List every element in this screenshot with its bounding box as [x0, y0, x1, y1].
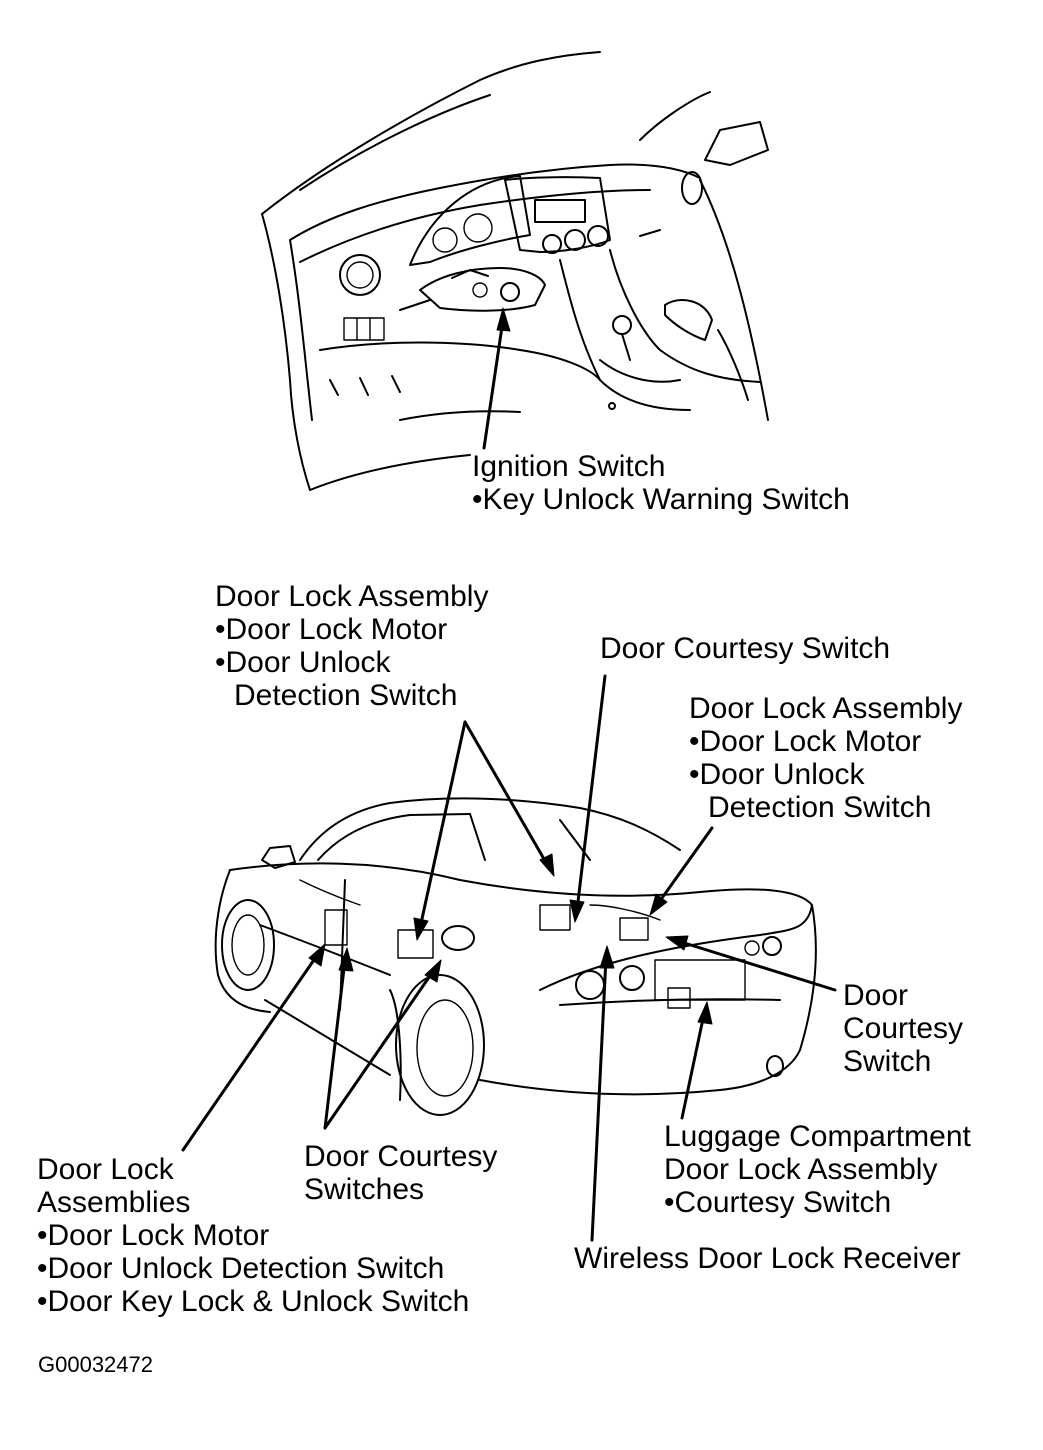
label-item: •Door Unlock — [215, 646, 391, 679]
label-ignition-switch: Ignition Switch •Key Unlock Warning Swit… — [472, 450, 850, 516]
arrow-front-lock-2 — [463, 720, 550, 868]
label-title: Door Lock Assembly — [215, 580, 489, 613]
label-line: Door — [843, 979, 909, 1012]
label-line: Door Courtesy — [304, 1140, 498, 1173]
arrow-courtesy-switches-1 — [323, 958, 347, 1130]
arrow-courtesy-switches-2 — [323, 968, 436, 1130]
label-line: Switches — [304, 1173, 425, 1206]
label-item: Detection Switch — [708, 791, 932, 824]
label-line: Door Lock Assembly — [664, 1153, 938, 1186]
label-item: Detection Switch — [234, 679, 458, 712]
label-front-door-lock-assembly: Door Lock Assembly •Door Lock Motor •Doo… — [215, 580, 488, 712]
label-line: Assemblies — [37, 1186, 191, 1219]
arrow-wireless — [590, 956, 608, 1242]
label-door-lock-assemblies: Door Lock Assemblies •Door Lock Motor •D… — [37, 1153, 469, 1318]
vehicle-drawing — [214, 797, 817, 1116]
label-item: •Door Unlock Detection Switch — [37, 1252, 445, 1285]
label-item: •Door Lock Motor — [689, 725, 922, 758]
label-item: •Door Unlock — [689, 758, 865, 791]
label-luggage-compartment: Luggage Compartment Door Lock Assembly •… — [664, 1120, 971, 1219]
label-item: •Door Lock Motor — [215, 613, 448, 646]
label-door-courtesy-switches: Door Courtesy Switches — [304, 1140, 497, 1206]
label-item: •Key Unlock Warning Switch — [472, 483, 850, 516]
label-line: Courtesy — [843, 1012, 964, 1045]
label-wireless-receiver: Wireless Door Lock Receiver — [574, 1242, 961, 1275]
label-door-courtesy-switch-top: Door Courtesy Switch — [600, 632, 890, 665]
label-line: Door Lock — [37, 1153, 174, 1186]
label-line: Luggage Compartment — [664, 1120, 971, 1153]
label-title: Wireless Door Lock Receiver — [574, 1242, 961, 1275]
arrow-front-lock-1 — [418, 720, 467, 930]
label-door-courtesy-switch-right: Door Courtesy Switch — [843, 979, 963, 1078]
arrow-courtesy-right — [676, 939, 837, 992]
label-item: •Courtesy Switch — [664, 1186, 892, 1219]
label-title: Door Courtesy Switch — [600, 632, 891, 665]
label-title: Ignition Switch — [472, 450, 666, 483]
label-item: •Door Key Lock & Unlock Switch — [37, 1285, 470, 1318]
arrow-rear-lock — [655, 826, 714, 907]
label-title: Door Lock Assembly — [689, 692, 963, 725]
label-rear-door-lock-assembly: Door Lock Assembly •Door Lock Motor •Doo… — [689, 692, 962, 824]
figure-code: G00032472 — [38, 1352, 153, 1377]
arrow-ignition — [482, 318, 505, 450]
leader-arrows — [181, 307, 837, 1242]
dashboard-drawing — [261, 51, 769, 491]
arrow-lock-assemblies — [181, 952, 320, 1152]
arrow-luggage — [680, 1012, 706, 1120]
arrow-courtesy-top — [575, 674, 607, 912]
label-item: •Door Lock Motor — [37, 1219, 270, 1252]
label-line: Switch — [843, 1045, 932, 1078]
